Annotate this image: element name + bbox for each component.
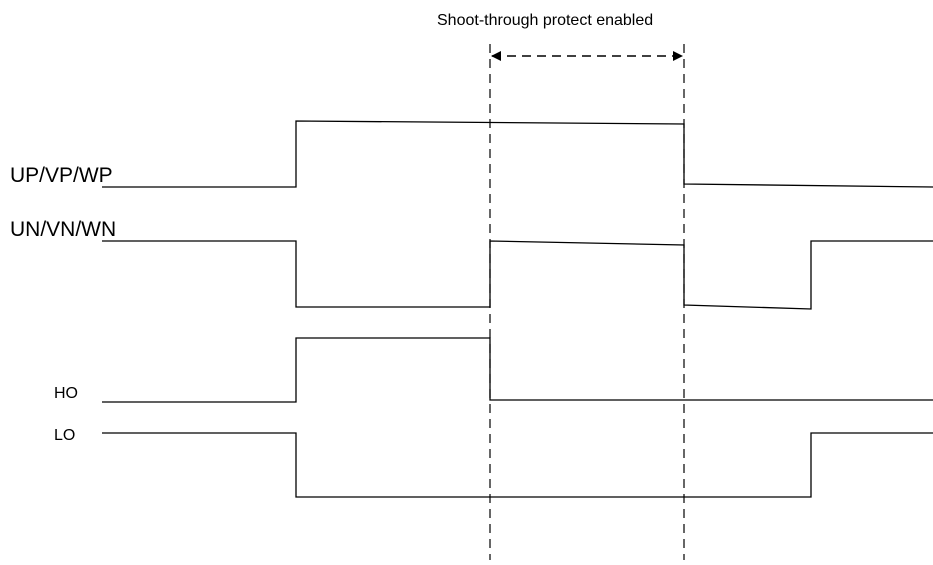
signal-label-un: UN/VN/WN xyxy=(10,218,117,241)
waveform-ho xyxy=(102,337,933,403)
waveform-up xyxy=(102,120,933,188)
signal-label-up: UP/VP/WP xyxy=(10,164,113,187)
signal-label-lo: LO xyxy=(54,427,76,444)
waveform-un xyxy=(102,240,933,310)
signal-label-ho: HO xyxy=(54,385,78,402)
waveform-lo xyxy=(102,432,933,498)
diagram-title: Shoot-through protect enabled xyxy=(437,12,654,29)
